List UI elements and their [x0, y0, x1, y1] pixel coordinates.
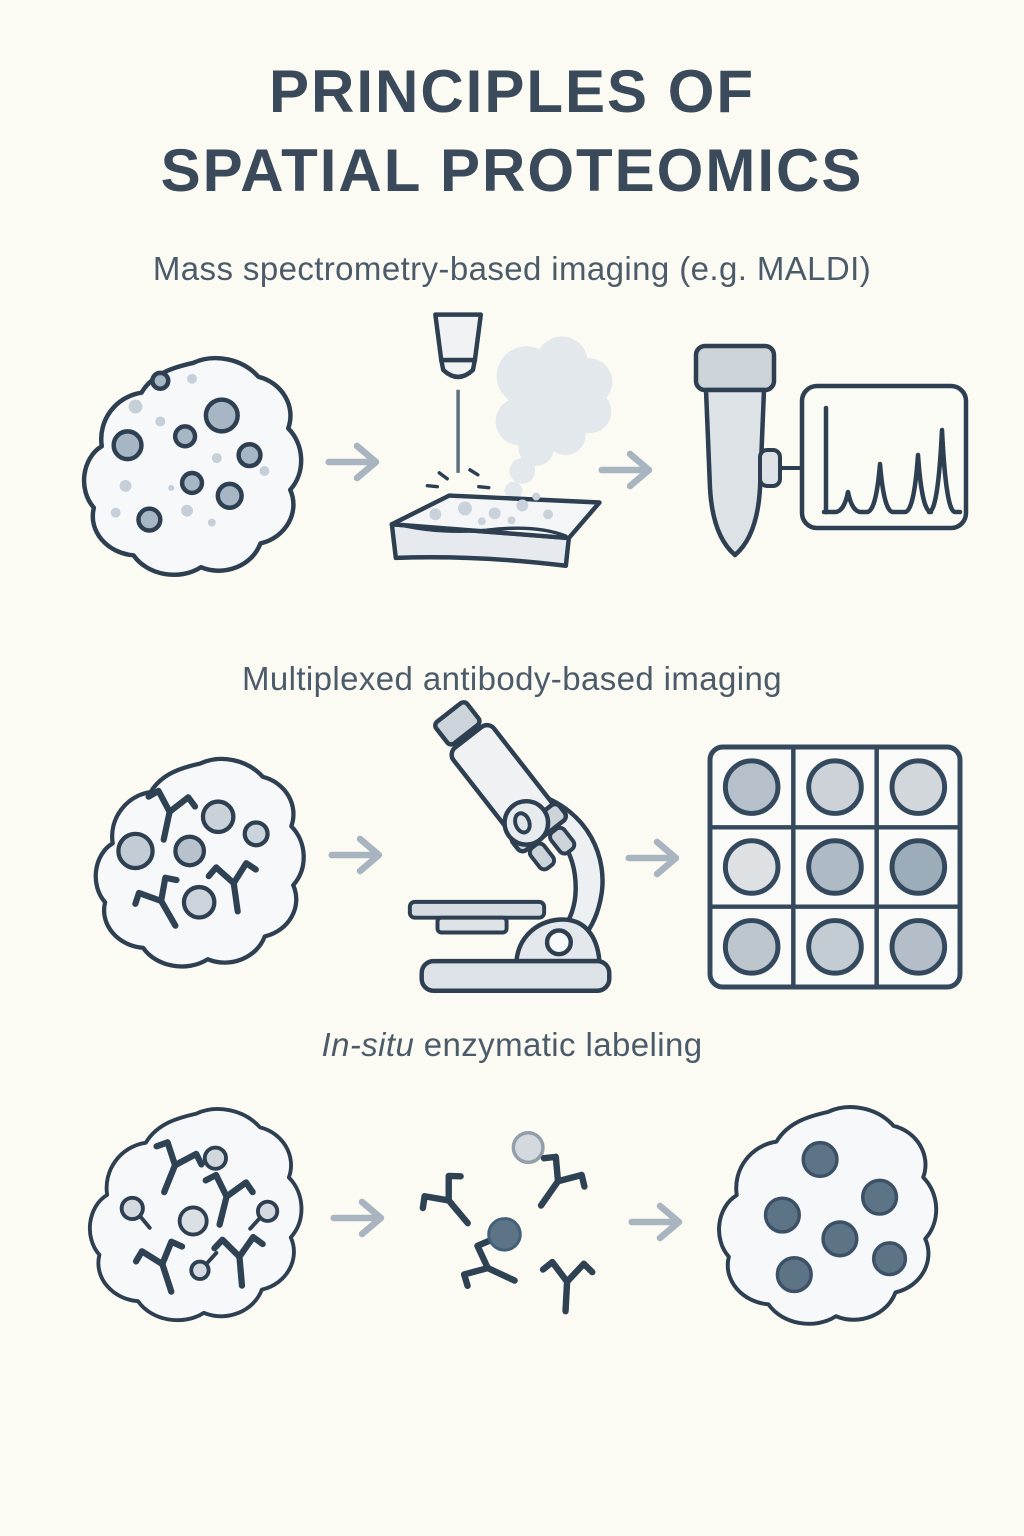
microscope-base [419, 958, 612, 993]
enzymatically-labeled-tissue-icon [700, 1098, 960, 1346]
spectrum-panel [799, 383, 969, 531]
section-heading-antibody-imaging: Multiplexed antibody-based imaging [241, 660, 783, 697]
section-heading-mass-spec: Mass spectrometry-based imaging (e.g. MA… [152, 250, 872, 287]
laser-ablation-icon [378, 312, 640, 602]
tissue-section-icon [76, 348, 314, 598]
cell-dots [116, 799, 270, 920]
tissue-slab [389, 492, 602, 568]
laser-nozzle [433, 312, 484, 380]
flow-arrow-icon [330, 1196, 396, 1240]
tissue-with-antibodies-icon [82, 1100, 314, 1342]
flow-arrow-icon [598, 448, 664, 492]
labeled-antibodies-icon [388, 1116, 620, 1328]
page-title: PRINCIPLES OF SPATIAL PROTEOMICS [0, 52, 1024, 210]
page-title-line1: PRINCIPLES OF [268, 58, 756, 125]
lollipop-probe-icon [119, 1195, 280, 1281]
antibody-stained-tissue-icon [88, 750, 316, 988]
flow-arrow-icon [328, 833, 394, 877]
heading-regular-part: enzymatic labeling [414, 1026, 703, 1063]
ablation-plume [495, 336, 613, 513]
grid-lines [710, 746, 960, 988]
microscope-body-tube [433, 700, 577, 872]
mass-spectrum-path [821, 427, 963, 515]
grid-marker-dots [722, 758, 948, 976]
heading-italic-part: In-situ [321, 1026, 415, 1063]
section-heading-insitu-labeling: In-situ enzymatic labeling [0, 1026, 1024, 1064]
flow-arrow-icon [625, 836, 691, 880]
flow-arrow-icon [628, 1200, 694, 1244]
multiplexed-image-grid-icon [705, 742, 965, 992]
labeled-protein-dots [763, 1140, 908, 1294]
antigen-ball [202, 1145, 228, 1171]
faint-protein-dots [110, 373, 270, 527]
page-title-line2: SPATIAL PROTEOMICS [160, 137, 864, 205]
microscope-stage [407, 899, 547, 920]
microscope-icon [398, 700, 630, 994]
enzyme-label-dot [487, 1217, 522, 1252]
cell-dot [177, 1205, 209, 1237]
collection-tube [693, 343, 782, 558]
cell-dots [111, 370, 263, 533]
unbound-label-dot [511, 1131, 545, 1165]
collection-tube-mass-spectrum-icon [676, 340, 971, 580]
